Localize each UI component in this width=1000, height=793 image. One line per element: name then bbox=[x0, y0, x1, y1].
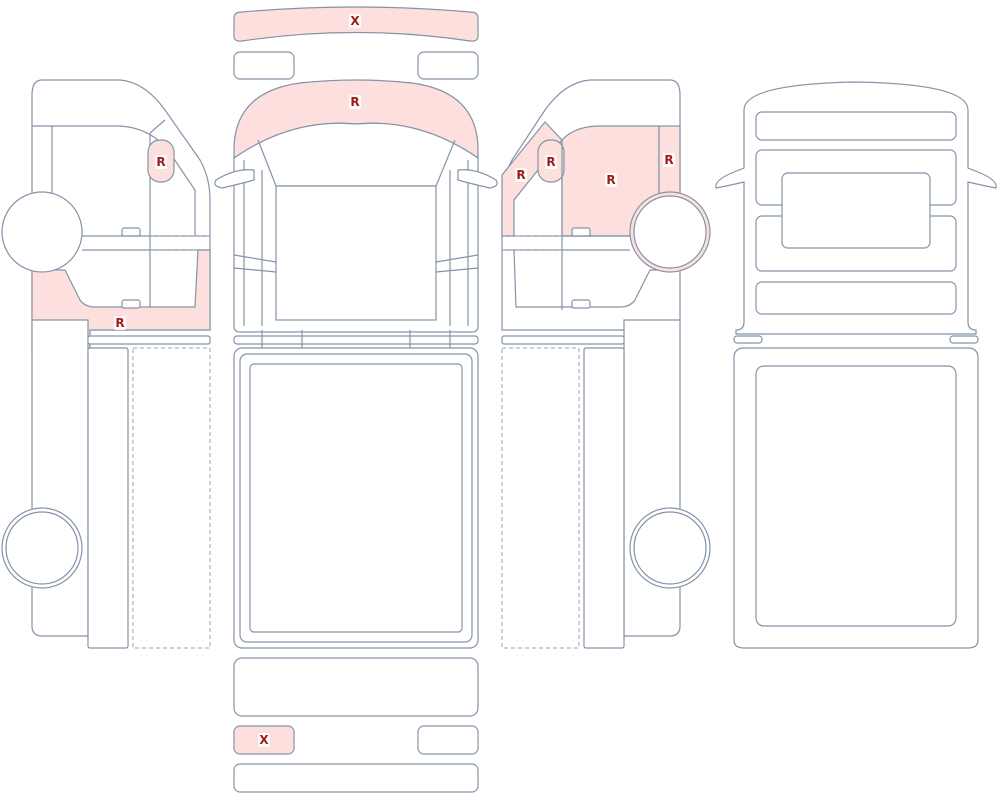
rear-joint-left[interactable] bbox=[733, 335, 763, 344]
right-step[interactable] bbox=[501, 335, 625, 345]
left-body-panel[interactable] bbox=[31, 319, 89, 637]
center-right-mirror[interactable] bbox=[457, 169, 498, 189]
damage-label-bg-left-mirror bbox=[155, 155, 167, 169]
cab-body-connectors bbox=[261, 330, 451, 348]
windshield[interactable] bbox=[275, 185, 437, 321]
rear-panel-4[interactable] bbox=[755, 281, 957, 315]
rear-right-light[interactable] bbox=[417, 725, 479, 755]
right-rocker bbox=[513, 249, 680, 308]
right-body-panel[interactable] bbox=[623, 319, 681, 637]
damage-code-front-bumper: X bbox=[350, 14, 360, 28]
right-rear-wheel-inner bbox=[633, 511, 707, 585]
roof-outer[interactable] bbox=[233, 347, 479, 649]
damage-code-left-rocker: R bbox=[115, 316, 124, 330]
damage-label-bg-rear-plate bbox=[258, 733, 270, 747]
damage-code-right-a-pillar: R bbox=[516, 168, 525, 182]
right-sliding-door[interactable] bbox=[583, 347, 625, 649]
damage-label-bg-right-mirror bbox=[545, 155, 557, 169]
damage-labels: X R R R R R R R X bbox=[114, 14, 675, 747]
left-handle-2[interactable] bbox=[121, 299, 141, 309]
right-sliding-door-track bbox=[501, 347, 580, 649]
rear-window[interactable] bbox=[781, 172, 931, 249]
damage-label-bg-hood bbox=[349, 95, 361, 109]
right-headlight[interactable] bbox=[417, 51, 479, 80]
left-side-view bbox=[1, 79, 211, 649]
right-door-seam bbox=[502, 235, 562, 251]
right-side-view bbox=[501, 79, 711, 649]
cab-side-lines bbox=[243, 160, 469, 326]
left-rear-wheel-inner bbox=[5, 511, 79, 585]
roof-inner bbox=[249, 363, 463, 633]
rear-body-outline[interactable] bbox=[733, 347, 979, 649]
rear-bumper[interactable] bbox=[233, 657, 479, 717]
damage-label-bg-right-front-door bbox=[605, 173, 617, 187]
right-handle-2[interactable] bbox=[571, 299, 591, 309]
left-step[interactable] bbox=[87, 335, 211, 345]
damage-code-rear-plate: X bbox=[259, 733, 269, 747]
rear-joint-right[interactable] bbox=[949, 335, 979, 344]
damage-label-bg-right-a-pillar bbox=[515, 168, 527, 182]
rear-step[interactable] bbox=[233, 763, 479, 793]
left-handle-1[interactable] bbox=[121, 227, 141, 237]
left-sliding-door[interactable] bbox=[87, 347, 129, 649]
damage-code-right-b-pillar: R bbox=[664, 153, 673, 167]
damage-code-right-mirror: R bbox=[546, 155, 555, 169]
damage-label-bg-front-bumper bbox=[349, 14, 361, 28]
rear-view bbox=[715, 81, 997, 649]
right-rear-wheel-outer[interactable] bbox=[629, 507, 711, 589]
damage-code-right-front-door: R bbox=[606, 173, 615, 187]
left-sliding-door-track bbox=[132, 347, 211, 649]
rear-panel-1[interactable] bbox=[755, 111, 957, 141]
cab-body-joint[interactable] bbox=[233, 335, 479, 345]
roof-mid bbox=[239, 353, 473, 643]
cab-sills bbox=[233, 254, 479, 273]
damage-label-bg-left-rocker bbox=[114, 316, 126, 330]
center-left-mirror[interactable] bbox=[214, 169, 255, 189]
left-a-pillar bbox=[149, 119, 166, 134]
right-front-wheel[interactable] bbox=[633, 195, 707, 269]
center-top-view bbox=[214, 6, 498, 793]
left-headlight[interactable] bbox=[233, 51, 295, 80]
rear-body-inner bbox=[755, 365, 957, 627]
damage-code-left-mirror: R bbox=[156, 155, 165, 169]
left-front-wheel[interactable] bbox=[1, 191, 83, 273]
right-handle-1[interactable] bbox=[571, 227, 591, 237]
damage-label-bg-right-b-pillar bbox=[663, 153, 675, 167]
left-rear-wheel-outer[interactable] bbox=[1, 507, 83, 589]
damage-code-hood: R bbox=[350, 95, 359, 109]
